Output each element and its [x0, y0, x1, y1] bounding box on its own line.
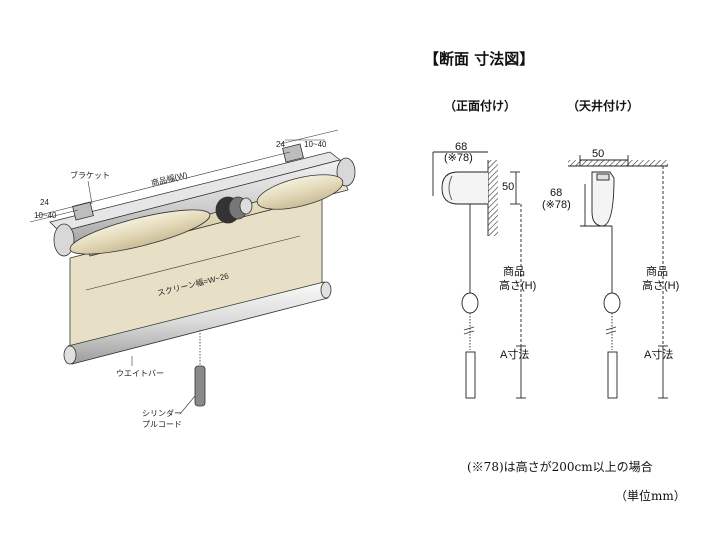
bracket-left: [72, 201, 94, 221]
weight-bar-label: ウエイトバー: [116, 369, 164, 378]
front-head-profile: [441, 171, 488, 205]
dim-24-right: 24: [276, 140, 285, 149]
dim-10-40-left: 10~40: [34, 211, 57, 220]
ceiling-cylinder: [607, 351, 618, 399]
weight-bar-end-right: [320, 281, 332, 299]
bracket-label: ブラケット: [70, 170, 110, 180]
front-weight: [461, 292, 479, 314]
perspective-view: [49, 143, 356, 407]
spring-mechanism: [215, 196, 253, 224]
front-product-height-2: 高さ(H): [499, 278, 536, 292]
unit-note: （単位mm）: [615, 489, 686, 503]
front-section: [432, 151, 526, 399]
ceiling-depth-label: 68: [550, 187, 562, 199]
dim-10-40-right: 10~40: [304, 140, 327, 149]
perspective-dimensions: [29, 129, 339, 291]
cylinder-pull: [194, 365, 206, 407]
rail-end-cap-left: [53, 223, 75, 257]
cylinder-label-1: シリンダー: [142, 408, 182, 418]
front-mount-label: （正面付け）: [444, 99, 517, 113]
ceiling-mount-label: （天井付け）: [567, 99, 640, 113]
weight-bar-end-left: [63, 345, 77, 365]
ceiling-product-height-2: 高さ(H): [642, 278, 679, 292]
page-title: 【断面 寸法図】: [424, 50, 535, 68]
footnote: (※78)は高さが200cm以上の場合: [467, 460, 653, 474]
wall-hatch: [488, 160, 498, 236]
cylinder-label-2: プルコード: [142, 420, 182, 429]
front-product-height-1: 商品: [503, 264, 525, 278]
front-depth-alt-label: (※78): [444, 152, 473, 164]
ceiling-section: [568, 155, 668, 399]
front-cylinder: [465, 351, 476, 399]
bracket-right: [282, 143, 304, 163]
ceiling-depth-alt-label: (※78): [542, 199, 571, 211]
bracket-leader: [87, 180, 93, 205]
ceiling-width-label: 50: [592, 148, 604, 160]
roll-left: [69, 209, 211, 255]
product-width-label: 商品幅(W): [150, 169, 189, 188]
ceiling-a-dimension: A寸法: [644, 347, 673, 361]
ceiling-weight: [603, 292, 621, 314]
roll-right: [256, 174, 344, 210]
ceiling-product-height-1: 商品: [646, 264, 668, 278]
ceiling-hatch: [568, 160, 668, 166]
front-depth-label: 68: [455, 141, 467, 153]
front-a-dimension: A寸法: [500, 347, 529, 361]
cylinder-leader: [179, 395, 196, 415]
dim-24-left: 24: [40, 198, 49, 207]
front-height-label: 50: [502, 181, 514, 193]
